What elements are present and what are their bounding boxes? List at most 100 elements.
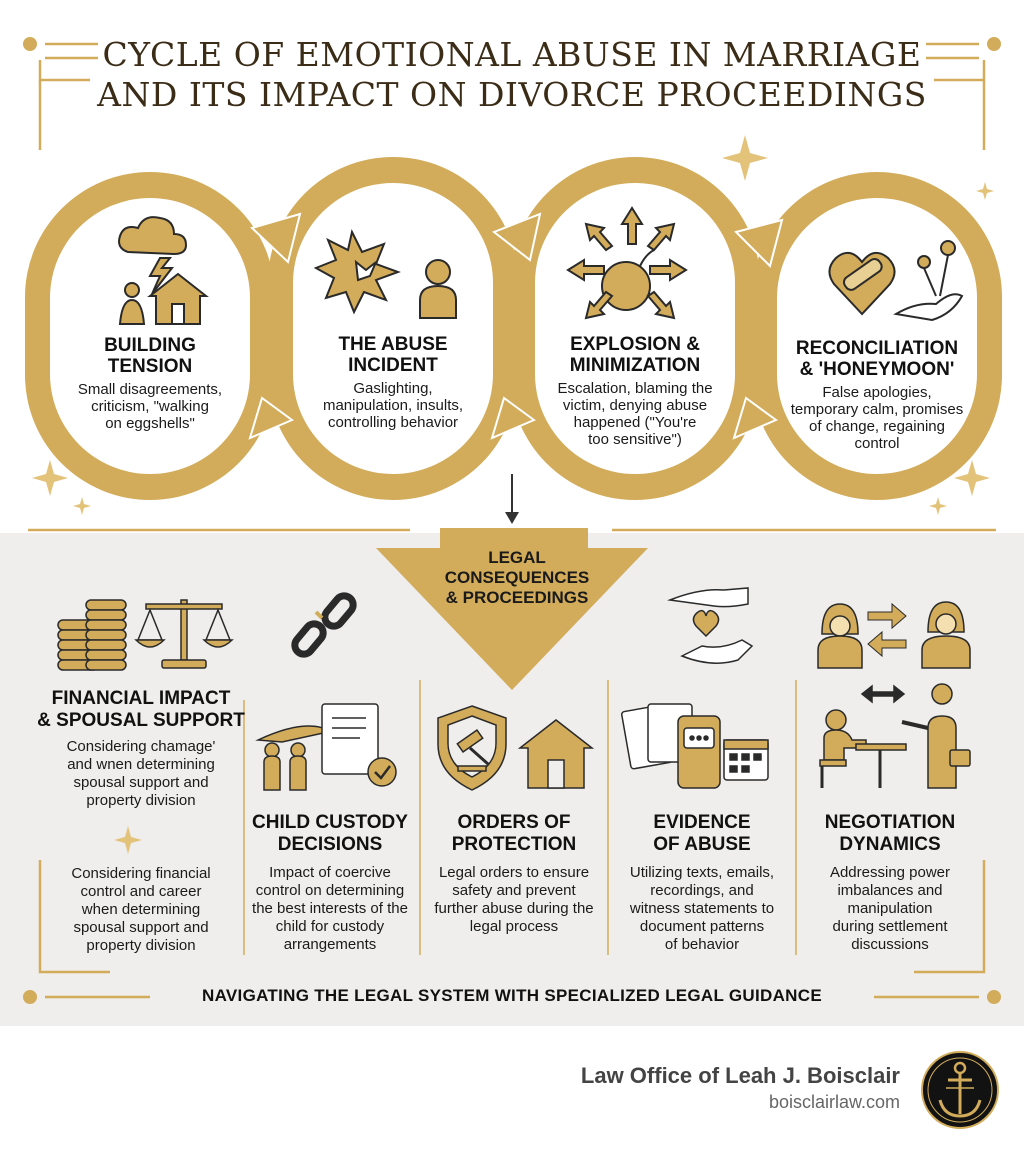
- stage-description: Small disagreements,: [77, 381, 223, 398]
- section-title: CHILD CUSTODY: [252, 812, 408, 833]
- house-outline-icon: [517, 719, 595, 789]
- stage-title: MINIMIZATION: [569, 355, 701, 376]
- stage-title: & 'HONEYMOON': [799, 359, 955, 380]
- section-description: the best interests of the: [252, 900, 408, 917]
- financial-impact-section: FINANCIAL IMPACT & SPOUSAL SUPPORT Consi…: [34, 688, 248, 810]
- stage-reconciliation-honeymoon: RECONCILIATION & 'HONEYMOON' False apolo…: [780, 338, 974, 452]
- calendar-icon: [723, 739, 769, 781]
- column-separators: [243, 680, 797, 955]
- bandaged-heart-icon: [828, 251, 896, 316]
- stage-description: criticism, "walking: [91, 398, 209, 415]
- section-description: document patterns: [639, 918, 765, 935]
- child-custody-section: CHILD CUSTODY DECISIONS Impact of coerci…: [240, 812, 420, 954]
- page-title-line-2: AND ITS IMPACT ON DIVORCE PROCEEDINGS: [97, 75, 927, 114]
- section-description: Utilizing texts, emails,: [629, 864, 775, 881]
- bottom-border-decoration: [23, 860, 1001, 1004]
- down-arrow-icon: [505, 474, 519, 524]
- flower-hand-icon: [893, 240, 964, 322]
- stage-description: Escalation, blaming the: [557, 380, 713, 397]
- swap-arrows-icon: [867, 602, 907, 658]
- stage-title: TENSION: [107, 356, 193, 377]
- section-description: of behavior: [664, 936, 740, 953]
- footer: [0, 1026, 1024, 1154]
- section-description: Considering financial: [71, 865, 211, 882]
- page-title-line-1: CYCLE OF EMOTIONAL ABUSE IN MARRIAGE: [102, 35, 922, 74]
- legal-guidance-banner: NAVIGATING THE LEGAL SYSTEM WITH SPECIAL…: [202, 986, 822, 1005]
- broken-chain-icon: [291, 592, 357, 658]
- upset-person-icon: [817, 603, 863, 669]
- storm-cloud-icon: [118, 216, 188, 295]
- stage-description: of change, regaining: [809, 418, 945, 435]
- professional-person-icon: [921, 601, 971, 669]
- section-description: property division: [86, 792, 196, 809]
- sparkle-icon: [32, 135, 994, 854]
- shield-gavel-icon: [437, 705, 507, 791]
- orders-of-protection-section: ORDERS OF PROTECTION Legal orders to ens…: [422, 812, 606, 936]
- section-description: discussions: [851, 936, 929, 953]
- evidence-of-abuse-section: EVIDENCE OF ABUSE Utilizing texts, email…: [610, 812, 794, 954]
- stage-description: victim, denying abuse: [562, 397, 708, 414]
- firm-website-link[interactable]: boisclairlaw.com: [768, 1092, 900, 1112]
- cycle-ring-3: [510, 157, 760, 500]
- section-description: manipulation: [847, 900, 933, 917]
- house-icon: [118, 272, 209, 325]
- financial-description-bottom: Considering financial control and career…: [48, 865, 234, 955]
- scales-icon: [134, 599, 234, 669]
- section-description: safety and prevent: [452, 882, 576, 899]
- legal-arrow: [376, 528, 648, 690]
- stage-description: on eggshells": [105, 415, 195, 432]
- cycle-ring-1: [25, 172, 275, 500]
- stage-description: happened ("You're: [573, 414, 697, 431]
- section-description: Addressing power: [829, 864, 951, 881]
- section-description: control and career: [80, 883, 202, 900]
- section-title: FINANCIAL IMPACT: [51, 688, 231, 709]
- section-description: Legal orders to ensure: [438, 864, 590, 881]
- section-description: spousal support and: [73, 774, 209, 791]
- legal-label-line: CONSEQUENCES: [444, 568, 590, 587]
- legal-consequences-label: LEGAL CONSEQUENCES & PROCEEDINGS: [432, 548, 602, 608]
- section-description: further abuse during the: [434, 900, 594, 917]
- stage-description: temporary calm, promises: [790, 401, 964, 418]
- firm-name: Law Office of Leah J. Boisclair: [580, 1063, 900, 1088]
- legal-label-line: & PROCEEDINGS: [445, 588, 589, 607]
- section-description: imbalances and: [837, 882, 943, 899]
- top-border-decoration: [23, 37, 1001, 150]
- section-title: EVIDENCE: [653, 812, 751, 833]
- phone-message-icon: [621, 703, 721, 789]
- section-description: child for custody: [275, 918, 385, 935]
- meeting-icon: [819, 683, 971, 789]
- section-description: property division: [86, 937, 196, 954]
- section-description: control on determining: [255, 882, 405, 899]
- stage-description: manipulation, insults,: [322, 397, 464, 414]
- bomb-icon: [566, 206, 688, 320]
- section-description: legal process: [469, 918, 559, 935]
- stage-description: Gaslighting,: [353, 380, 433, 397]
- stage-title: RECONCILIATION: [795, 338, 959, 359]
- section-description: recordings, and: [650, 882, 754, 899]
- section-description: spousal support and: [73, 919, 209, 936]
- section-title: PROTECTION: [451, 834, 577, 855]
- heart-hands-icon: [667, 587, 754, 664]
- stage-description: controlling behavior: [327, 414, 459, 431]
- cycle-arrow: [248, 212, 784, 440]
- section-title: DECISIONS: [277, 834, 383, 855]
- section-description: Considering chamage': [66, 738, 216, 755]
- person-icon: [419, 259, 457, 319]
- section-description: during settlement: [832, 918, 948, 935]
- document-check-icon: [321, 703, 397, 787]
- stage-abuse-incident: THE ABUSE INCIDENT Gaslighting, manipula…: [308, 334, 478, 431]
- stage-explosion-minimization: EXPLOSION & MINIMIZATION Escalation, bla…: [548, 334, 722, 448]
- family-icon: [255, 725, 330, 791]
- section-description: witness statements to: [629, 900, 775, 917]
- stage-title: BUILDING: [104, 335, 196, 356]
- section-title: OF ABUSE: [653, 834, 751, 855]
- stage-building-tension: BUILDING TENSION Small disagreements, cr…: [70, 335, 230, 432]
- section-title: NEGOTIATION: [824, 812, 956, 833]
- coins-icon: [57, 599, 127, 671]
- stage-description: too sensitive"): [588, 431, 682, 448]
- stage-description: False apologies,: [822, 384, 932, 401]
- section-description: arrangements: [283, 936, 377, 953]
- explosion-icon: [313, 229, 401, 315]
- section-description: and wnen determining: [67, 756, 215, 773]
